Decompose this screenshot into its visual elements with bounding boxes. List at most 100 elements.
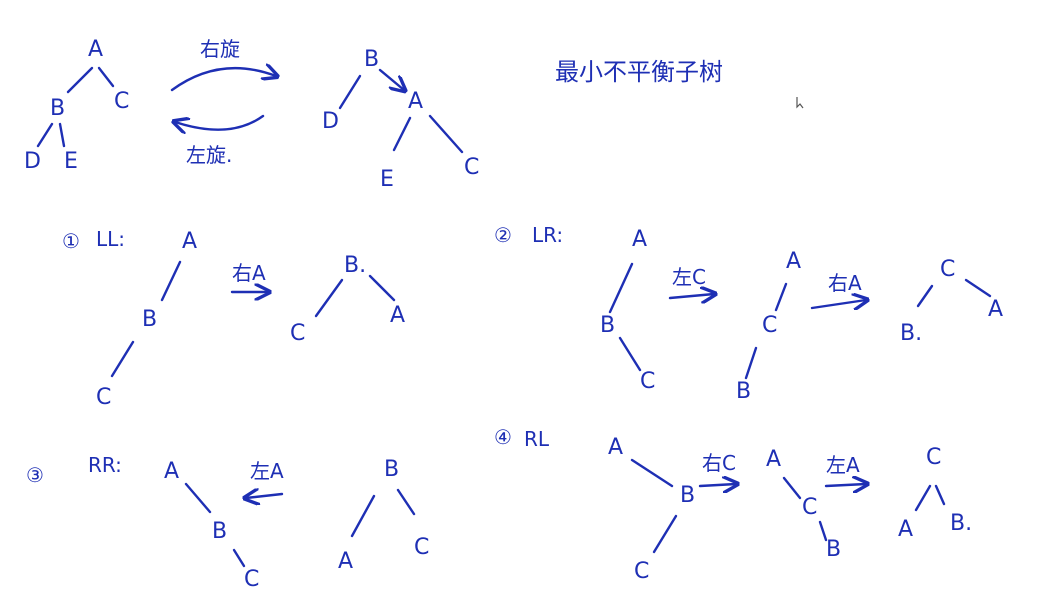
operation-label: 左C — [672, 265, 706, 289]
arrow-label: 右旋 — [200, 37, 240, 61]
operation-arrow — [246, 494, 284, 498]
edge — [36, 122, 54, 148]
tree-node: A — [88, 37, 103, 62]
tree-node: B — [212, 519, 227, 544]
tree-node: C — [414, 535, 429, 560]
tree-node: C — [940, 257, 955, 282]
tree-node: A — [632, 227, 647, 252]
edge — [392, 116, 412, 152]
case-title: RL — [524, 427, 550, 451]
edge — [160, 260, 182, 302]
edge — [368, 274, 396, 302]
tree-node: B — [600, 313, 615, 338]
edge — [608, 262, 634, 314]
edge — [964, 278, 992, 298]
edge — [774, 282, 788, 312]
edge — [914, 484, 932, 512]
edge — [652, 514, 678, 554]
tree-node: A — [390, 303, 405, 328]
tree-node: A — [766, 447, 781, 472]
tree-node: C — [926, 445, 941, 470]
tree-node: B — [50, 96, 65, 121]
tree-node: C — [96, 385, 111, 410]
arrow-label: 左旋. — [186, 143, 232, 167]
edge — [428, 114, 464, 154]
case-title: RR: — [88, 453, 122, 477]
rotation-demo-right-tree: B D A E C — [322, 47, 479, 192]
tree-node: B — [736, 379, 751, 404]
tree-node: C — [640, 369, 655, 394]
tree-node: A — [988, 297, 1003, 322]
case-ll: ① LL: A B C 右A B. C A — [62, 227, 405, 410]
edge — [378, 68, 404, 90]
left-rotate-arrow — [175, 114, 265, 130]
tree-node: B — [680, 483, 695, 508]
tree-node: A — [608, 435, 623, 460]
edge — [396, 488, 416, 516]
tree-node: B. — [344, 253, 366, 278]
edge — [232, 548, 246, 568]
edge — [630, 458, 674, 488]
operation-arrow — [698, 484, 736, 486]
operation-label: 左A — [250, 459, 284, 483]
tree-node: B — [142, 307, 157, 332]
right-rotate-arrow — [170, 68, 276, 92]
tree-node: A — [164, 459, 179, 484]
operation-label: 左A — [826, 453, 860, 477]
edge — [97, 66, 115, 88]
tree-node: B — [364, 47, 379, 72]
tree-node: E — [380, 167, 394, 192]
edge — [184, 482, 212, 514]
tree-node: B. — [900, 321, 922, 346]
case-marker: ③ — [26, 463, 44, 487]
edge — [338, 74, 362, 110]
case-title: LL: — [96, 227, 125, 251]
tree-node: C — [244, 567, 259, 592]
tree-node: C — [634, 559, 649, 584]
edge — [818, 520, 828, 542]
tree-node: C — [762, 313, 777, 338]
tree-node: A — [338, 549, 353, 574]
tree-node: C — [114, 89, 129, 114]
page-title: 最小不平衡子树 — [555, 58, 723, 86]
tree-node: A — [898, 517, 913, 542]
tree-node: A — [408, 89, 423, 114]
edge — [744, 346, 758, 380]
tree-node: A — [786, 249, 801, 274]
case-marker: ④ — [494, 425, 512, 449]
tree-node: C — [802, 495, 817, 520]
case-marker: ① — [62, 229, 80, 253]
tree-node: B. — [950, 511, 972, 536]
tree-node: A — [182, 229, 197, 254]
edge — [350, 494, 376, 538]
rotation-demo-left-tree: A B C D E — [24, 37, 129, 174]
tree-node: D — [322, 109, 339, 134]
edge — [314, 278, 344, 318]
edge — [58, 122, 66, 148]
operation-label: 右A — [828, 271, 862, 295]
tree-node: C — [290, 321, 305, 346]
tree-node: E — [64, 149, 78, 174]
edge — [934, 484, 946, 506]
operation-label: 右A — [232, 261, 266, 285]
case-rr: ③ RR: A B C 左A B A C — [26, 453, 429, 592]
case-marker: ② — [494, 223, 512, 247]
case-rl: ④ RL A B C 右C A C B 左A C A B. — [494, 425, 972, 584]
edge — [110, 340, 135, 378]
operation-arrow — [810, 300, 866, 308]
tree-node: D — [24, 149, 41, 174]
case-lr: ② LR: A B C 左C A C B 右A C B. A — [494, 223, 1003, 404]
case-title: LR: — [532, 223, 563, 247]
operation-label: 右C — [702, 451, 736, 475]
edge — [916, 284, 934, 308]
operation-arrow — [668, 294, 714, 298]
edge — [782, 476, 802, 500]
edge — [66, 66, 94, 94]
cursor-icon — [796, 97, 804, 109]
edge — [618, 336, 642, 372]
tree-node: B — [826, 537, 841, 562]
tree-node: C — [464, 155, 479, 180]
operation-arrow — [824, 484, 866, 486]
tree-node: B — [384, 457, 399, 482]
